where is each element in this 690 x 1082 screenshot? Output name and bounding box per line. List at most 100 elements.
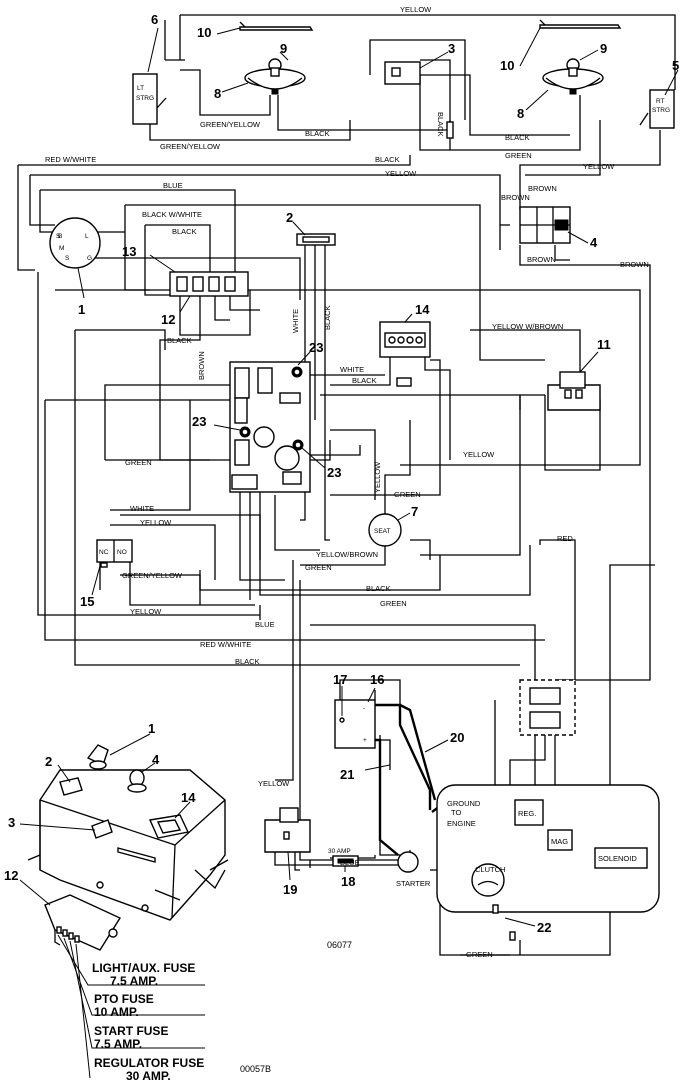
diagram-code: 06077 (327, 940, 352, 950)
thirty-amp-text: 30 AMP (328, 848, 351, 855)
engine-box: GROUND TO ENGINE REG. MAG SOLENOID CLUTC… (436, 784, 660, 913)
lt-strg-text-1: LT (137, 85, 144, 92)
callout-number: 14 (181, 790, 196, 805)
mag-text: MAG (551, 837, 568, 846)
callout-number: 3 (448, 41, 455, 56)
callout-number: 13 (122, 244, 136, 259)
callout-number: 2 (45, 754, 52, 769)
fuse-rating: 7.5 AMP. (110, 974, 158, 988)
right-steering-switch: RT STRG (639, 89, 675, 129)
wire-label: YELLOW (400, 5, 432, 14)
wire-label: YELLOW (258, 779, 290, 788)
connector-3 (384, 61, 454, 139)
callout-number: 10 (197, 25, 211, 40)
callout-number: 22 (537, 920, 551, 935)
wire-label: GREEN (125, 458, 152, 467)
callout-number: 5 (672, 58, 679, 73)
battery: - + (334, 699, 376, 749)
switch-s-text: S (65, 255, 70, 262)
lamp-lens-left (239, 21, 314, 31)
callout-number: 7 (411, 504, 418, 519)
callout-number: 1 (78, 302, 85, 317)
nc-text: NC (99, 549, 109, 556)
switch-l-text: L (85, 233, 89, 240)
callout-number: 6 (151, 12, 158, 27)
wire-label: GREEN (505, 151, 532, 160)
callout-number: 9 (600, 41, 607, 56)
headlight-right (542, 58, 604, 95)
seat-text: SEAT (374, 528, 391, 535)
svg-text:+: + (363, 737, 367, 744)
wire-label: BLACK (352, 376, 377, 385)
wire-label: BLACK (172, 227, 197, 236)
inset-code: 00057B (240, 1064, 271, 1074)
wire-label: BROWN (501, 193, 530, 202)
wire-label: BROWN (528, 184, 557, 193)
callout-number: 3 (8, 815, 15, 830)
wire-label: RED (557, 534, 573, 543)
callout-number: 8 (214, 86, 221, 101)
ground-text-2: TO (451, 808, 461, 817)
headlight-left (244, 58, 306, 95)
wire-label: BLACK (305, 129, 330, 138)
callout-number: 12 (161, 312, 175, 327)
callout-number: 23 (309, 340, 323, 355)
callout-number: 10 (500, 58, 514, 73)
callout-number: 21 (340, 767, 354, 782)
wire-label: BLUE (163, 181, 183, 190)
lamp-lens-right (539, 19, 622, 29)
wire-label: BLUE (255, 620, 275, 629)
fuse-name: START FUSE (94, 1024, 168, 1038)
callout-number: 1 (148, 721, 155, 736)
ground-text-1: GROUND (447, 799, 481, 808)
wire-label: WHITE (340, 365, 364, 374)
callout-number: 8 (517, 106, 524, 121)
callout-number: 11 (597, 337, 611, 352)
wire-label: GREEN/YELLOW (122, 571, 183, 580)
wire-label: BROWN (197, 351, 206, 380)
wire-label: BLACK (375, 155, 400, 164)
wire-label: YELLOW (385, 169, 417, 178)
pto-switch-2 (296, 233, 336, 246)
wire-label: RED W/WHITE (45, 155, 96, 164)
clutch-text: CLUTCH (475, 865, 505, 874)
fuse-list: LIGHT/AUX. FUSE 7.5 AMP. PTO FUSE 10 AMP… (92, 961, 204, 1082)
callout-number: 9 (280, 41, 287, 56)
wire-label: GREEN/YELLOW (200, 120, 261, 129)
callout-number: 4 (590, 235, 598, 250)
fuse-rating: 10 AMP. (94, 1005, 139, 1019)
wire-label: BLUE (340, 858, 360, 867)
control-module (229, 361, 311, 493)
wire-label: BLACK W/WHITE (142, 210, 202, 219)
wire-labels: YELLOW BLACK GREEN/YELLOW BLACK GREEN/YE… (45, 5, 649, 959)
connector-22 (492, 904, 516, 941)
ignition-switch: B L M S G S (49, 217, 101, 269)
wire-label: BROWN (527, 255, 556, 264)
wire-label: BLACK (167, 336, 192, 345)
starter: STARTER (396, 851, 431, 888)
callout-number: 20 (450, 730, 464, 745)
fuse-name: LIGHT/AUX. FUSE (92, 961, 195, 975)
wire-label: YELLOW W/BROWN (492, 322, 563, 331)
wire-label: YELLOW (140, 518, 172, 527)
switch-m-text: M (59, 245, 64, 252)
callout-number: 19 (283, 882, 297, 897)
starter-relay (264, 807, 311, 853)
wire-label: BLACK (436, 112, 445, 137)
callouts: 6 10 9 8 3 10 9 8 5 2 4 13 1 12 14 11 23… (77, 12, 679, 935)
fuse-block-12 (169, 271, 249, 297)
svg-text:-: - (363, 705, 365, 712)
callout-number: 23 (192, 414, 206, 429)
no-text: NO (117, 549, 127, 556)
wire-label: YELLOW (583, 162, 615, 171)
wire-label: RED W/WHITE (200, 640, 251, 649)
reg-text: REG. (518, 809, 536, 818)
wire-label: GREEN (466, 950, 493, 959)
left-steering-switch: LT STRG (132, 73, 167, 125)
wire-label: GREEN (394, 490, 421, 499)
wire-harness (17, 14, 676, 956)
relay-11 (547, 371, 601, 411)
wire-label: YELLOW (373, 461, 382, 493)
callout-number: 2 (286, 210, 293, 225)
wire-label: GREEN/YELLOW (160, 142, 221, 151)
